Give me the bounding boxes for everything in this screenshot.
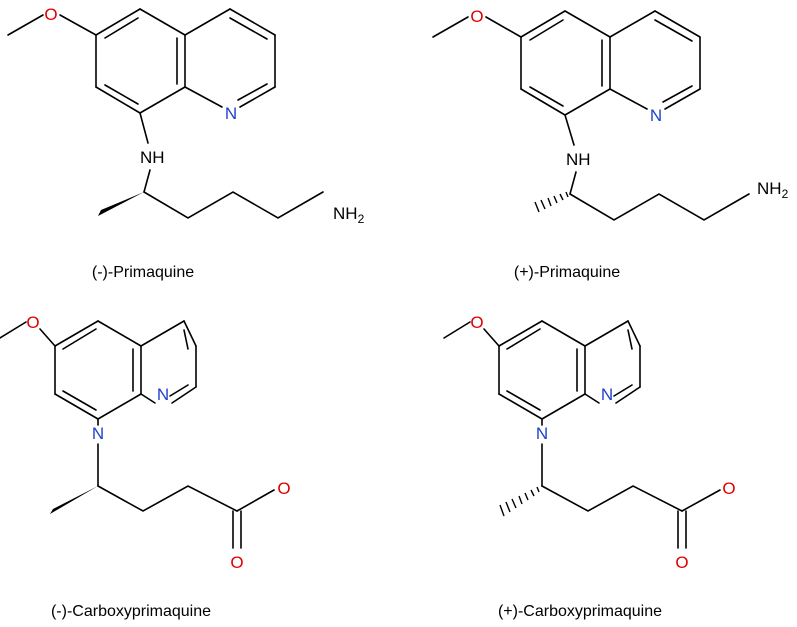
oxygen-label: O <box>470 7 483 26</box>
oxygen-label: O <box>722 479 735 498</box>
oxygen-label: O <box>44 5 57 24</box>
caption-plus-primaquine: (+)-Primaquine <box>514 264 620 281</box>
nh2-label: NH2 <box>333 204 365 226</box>
butanoic-chain <box>541 485 683 512</box>
methoxy-bond <box>485 16 522 38</box>
amine-bond <box>564 114 575 146</box>
hashed-wedge-bond <box>534 191 569 213</box>
chain-bond <box>143 169 151 193</box>
methyl-bond <box>432 16 469 38</box>
butanoic-chain <box>97 485 238 512</box>
wedge-bond <box>98 192 144 216</box>
hashed-wedge-bond <box>499 486 540 517</box>
methoxy-bond <box>59 14 97 36</box>
amine-nitrogen-label: N <box>92 424 104 443</box>
quinoline-ring <box>95 8 276 114</box>
molecule-minus-primaquine: O N NH NH2 (-)-Primaquine <box>7 5 365 281</box>
methoxy-bond <box>39 328 56 347</box>
methyl-bond <box>0 321 27 339</box>
carbonyl-o-bond <box>681 489 721 512</box>
molecule-minus-carboxyprimaquine: O N N O O (-)-Carboxyprimaquine <box>0 313 291 620</box>
wedge-bond <box>50 486 98 514</box>
nh-label: NH <box>566 150 591 169</box>
amine-bond <box>139 112 149 144</box>
caption-plus-carboxyprimaquine: (+)-Carboxyprimaquine <box>498 603 662 620</box>
nh-label: NH <box>140 148 165 167</box>
pentyl-chain <box>569 193 750 221</box>
oxygen-label: O <box>230 553 243 572</box>
nh2-label: NH2 <box>757 179 789 201</box>
molecule-plus-carboxyprimaquine: O N N O O (+)-Carboxyprimaquine <box>443 313 736 620</box>
oxygen-label: O <box>675 553 688 572</box>
quinoline-ring <box>498 320 641 420</box>
nitrogen-label: N <box>601 385 613 404</box>
pentyl-chain <box>143 191 324 219</box>
methoxy-bond <box>483 328 500 347</box>
quinoline-ring <box>54 320 197 420</box>
chain-bond <box>569 171 577 195</box>
caption-minus-primaquine: (-)-Primaquine <box>92 264 194 281</box>
caption-minus-carboxyprimaquine: (-)-Carboxyprimaquine <box>51 603 211 620</box>
nitrogen-label: N <box>157 385 169 404</box>
carbonyl-o-bond <box>236 489 275 512</box>
oxygen-label: O <box>470 313 483 332</box>
amine-nitrogen-label: N <box>536 424 548 443</box>
molecule-plus-primaquine: O N NH NH2 (+)-Primaquine <box>432 7 789 281</box>
oxygen-label: O <box>277 479 290 498</box>
quinoline-ring <box>520 10 701 116</box>
oxygen-label: O <box>26 313 39 332</box>
methyl-bond <box>443 321 471 339</box>
methyl-bond <box>7 14 44 36</box>
nitrogen-label: N <box>225 104 237 123</box>
nitrogen-label: N <box>650 106 662 125</box>
